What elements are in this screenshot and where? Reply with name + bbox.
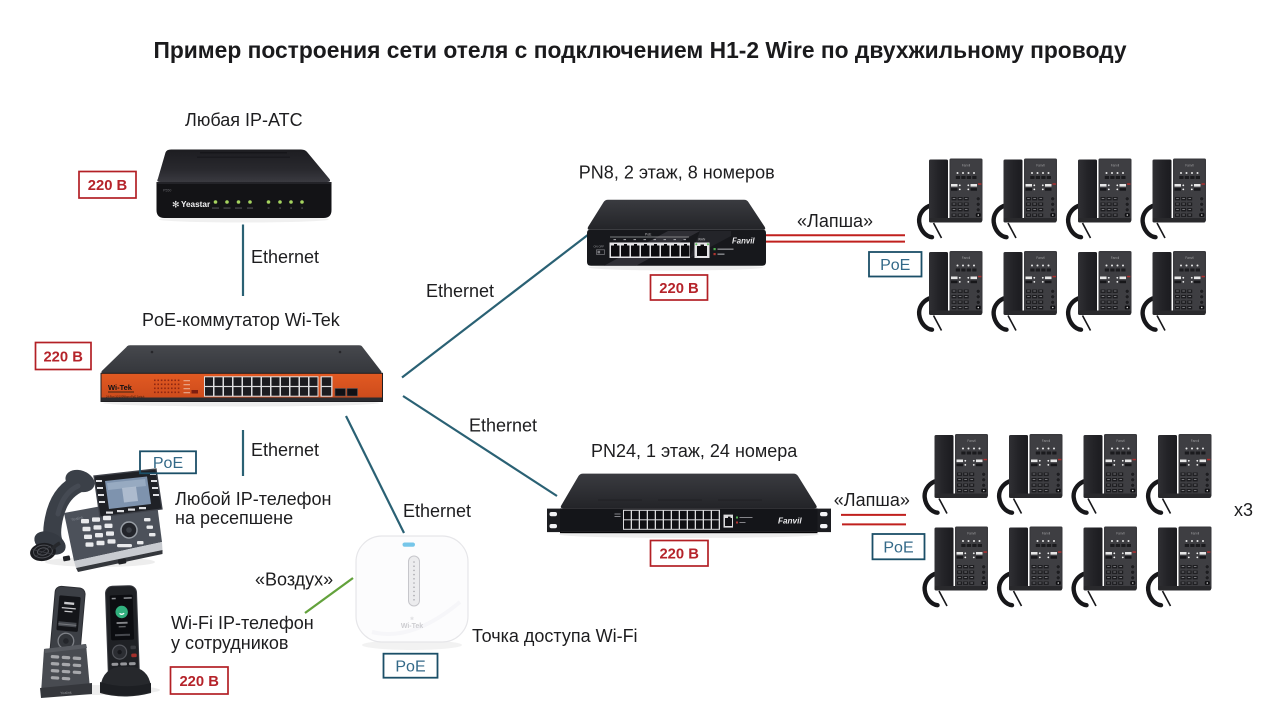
svg-text:Ethernet: Ethernet: [426, 281, 494, 301]
svg-text:220 В: 220 В: [659, 281, 699, 297]
svg-text:PoE: PoE: [645, 233, 652, 237]
svg-text:Wi-Fi IP-телефон: Wi-Fi IP-телефон: [171, 613, 314, 633]
svg-text:«Лапша»: «Лапша»: [834, 490, 910, 510]
svg-text:24-Port 10/100Mbps+PoE Switch: 24-Port 10/100Mbps+PoE Switch: [106, 394, 145, 398]
svg-text:Yealink: Yealink: [70, 515, 83, 522]
svg-text:Ethernet: Ethernet: [251, 247, 319, 267]
svg-text:Точка доступа Wi-Fi: Точка доступа Wi-Fi: [472, 626, 638, 646]
svg-text:P550: P550: [163, 189, 171, 193]
svg-text:✻: ✻: [410, 616, 414, 621]
svg-text:Fanvil: Fanvil: [732, 237, 755, 246]
svg-text:PoE: PoE: [153, 455, 183, 472]
svg-text:220 В: 220 В: [659, 547, 699, 563]
svg-text:Wi-Tek: Wi-Tek: [401, 623, 423, 630]
svg-text:x3: x3: [1234, 500, 1253, 520]
svg-text:Ethernet: Ethernet: [469, 416, 537, 436]
svg-text:✻: ✻: [172, 200, 180, 210]
svg-text:Ethernet: Ethernet: [403, 501, 471, 521]
svg-text:PN24, 1 этаж, 24 номера: PN24, 1 этаж, 24 номера: [591, 441, 798, 461]
svg-text:PoE-коммутатор Wi-Tek: PoE-коммутатор Wi-Tek: [142, 310, 341, 330]
svg-text:ON OFF: ON OFF: [594, 245, 605, 249]
svg-text:PoE: PoE: [883, 540, 913, 557]
svg-text:PoE: PoE: [395, 659, 425, 676]
svg-text:Yeastar: Yeastar: [181, 200, 211, 209]
svg-text:220 В: 220 В: [43, 349, 83, 365]
svg-text:220 В: 220 В: [179, 674, 219, 690]
svg-text:«Воздух»: «Воздух»: [255, 570, 333, 590]
svg-text:«Лапша»: «Лапша»: [797, 211, 873, 231]
svg-text:Любой IP-телефон: Любой IP-телефон: [175, 489, 331, 509]
svg-text:Wi-Tek: Wi-Tek: [108, 383, 133, 392]
svg-text:PoE: PoE: [880, 257, 910, 274]
svg-text:Ethernet: Ethernet: [251, 440, 319, 460]
svg-text:220 В: 220 В: [88, 178, 128, 194]
svg-text:Fanvil: Fanvil: [778, 517, 802, 526]
svg-text:на ресепшене: на ресепшене: [175, 508, 293, 528]
svg-text:Любая IP-АТС: Любая IP-АТС: [185, 110, 303, 130]
svg-text:Yealink: Yealink: [60, 691, 72, 695]
svg-text:у сотрудников: у сотрудников: [171, 633, 288, 653]
svg-text:PN8, 2 этаж, 8 номеров: PN8, 2 этаж, 8 номеров: [579, 162, 775, 182]
svg-text:WAN: WAN: [698, 238, 706, 242]
svg-text:Пример построения сети отеля с: Пример построения сети отеля с подключен…: [153, 37, 1126, 63]
